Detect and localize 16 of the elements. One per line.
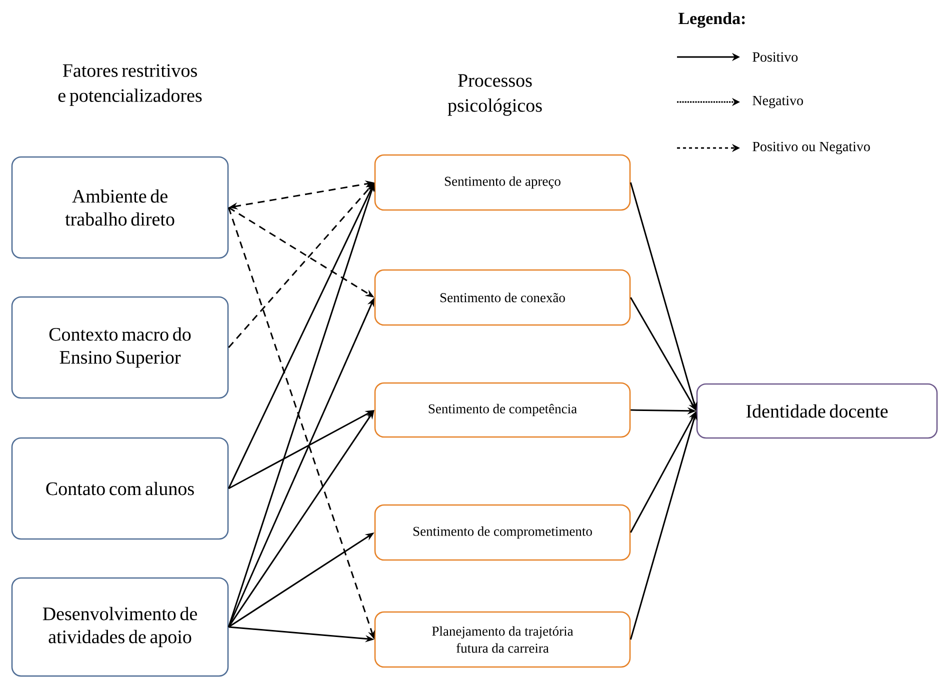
process-box: Sentimento de comprometimento <box>374 504 631 561</box>
column-heading: Processos psicológicos <box>448 74 542 116</box>
process-box: Planejamento da trajetória futura da carreira <box>374 611 631 668</box>
process-box: Sentimento de conexão <box>374 269 631 326</box>
factor-box: Contexto macro do Ensino Superior <box>11 296 229 399</box>
legend-text: Positivo <box>752 52 798 62</box>
legend-title: Legenda: <box>678 12 745 28</box>
factor-box: Desenvolvimento de atividades de apoio <box>11 577 229 677</box>
column-heading: Fatores restritivos e potencializadores <box>58 64 202 106</box>
outcome-box: Identidade docente <box>696 383 938 439</box>
factor-box: Ambiente de trabalho direto <box>11 156 229 259</box>
process-box: Sentimento de competência <box>374 382 631 438</box>
legend-text: Negativo <box>752 96 803 108</box>
legend-text: Positivo ou Negativo <box>752 142 870 154</box>
factor-box: Contato com alunos <box>11 437 229 540</box>
process-box: Sentimento de apreço <box>374 154 631 211</box>
